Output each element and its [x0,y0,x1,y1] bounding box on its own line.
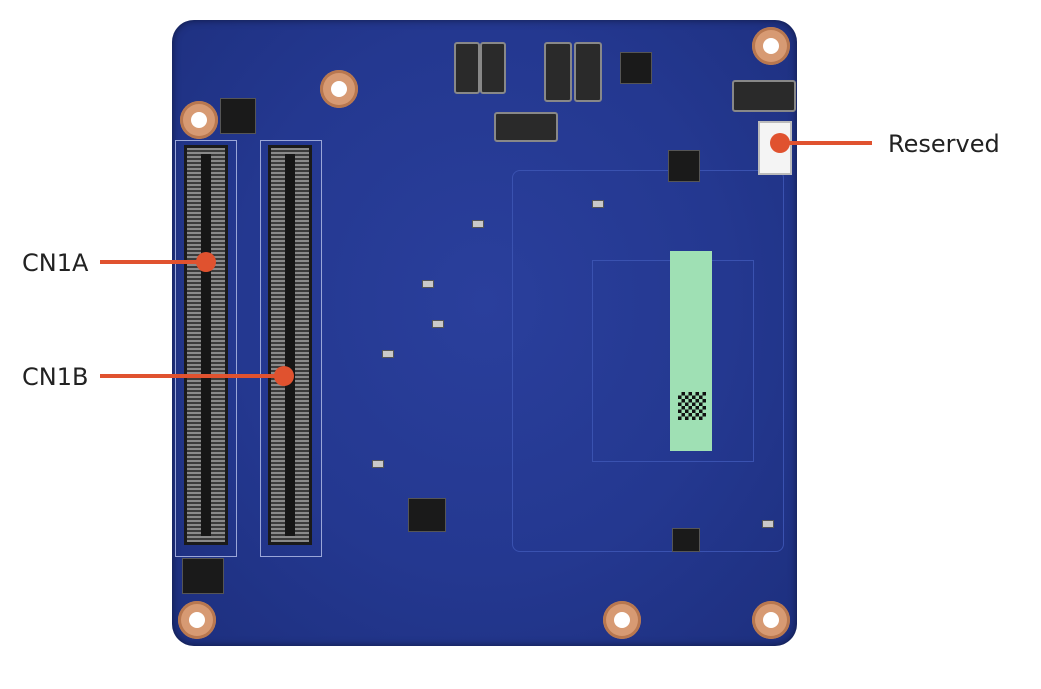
mounting-hole [752,27,790,65]
cn1a-frame [175,140,237,557]
chip [182,558,224,594]
chip [672,528,700,552]
callout-dot-cn1a [196,252,216,272]
callout-line-cn1b [100,374,284,378]
inductor [454,42,480,94]
inductor [574,42,602,102]
mounting-hole [752,601,790,639]
smd-component [432,320,444,328]
qr-code [678,392,706,420]
mounting-hole [180,101,218,139]
smd-component [592,200,604,208]
trace-region [512,170,784,552]
chip [620,52,652,84]
smd-component [422,280,434,288]
chip [408,498,446,532]
callout-dot-cn1b [274,366,294,386]
smd-component [382,350,394,358]
inductor [480,42,506,94]
smd-component [762,520,774,528]
callout-label-cn1b: CN1B [22,363,89,391]
callout-label-reserved: Reserved [888,130,1000,158]
inductor [494,112,558,142]
mounting-hole [603,601,641,639]
serial-sticker [670,251,712,451]
mounting-hole [178,601,216,639]
cn1b-frame [260,140,322,557]
smd-component [372,460,384,468]
inductor [732,80,796,112]
inductor [544,42,572,102]
smd-component [472,220,484,228]
callout-line-cn1a [100,260,206,264]
mounting-hole [320,70,358,108]
connector-cn1b [268,145,312,545]
callout-line-reserved [780,141,872,145]
callout-dot-reserved [770,133,790,153]
chip [220,98,256,134]
callout-label-cn1a: CN1A [22,249,89,277]
connector-cn1a [184,145,228,545]
chip [668,150,700,182]
